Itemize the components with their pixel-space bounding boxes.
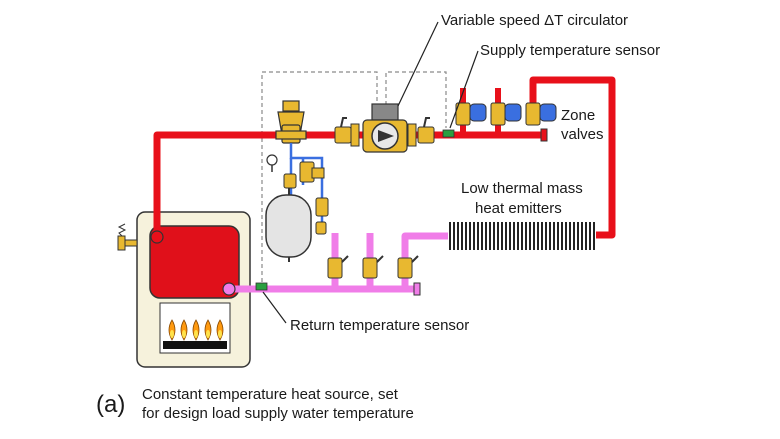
caption-line2: for design load supply water temperature xyxy=(142,405,414,422)
expansion-tank xyxy=(265,188,312,262)
supply-outlet xyxy=(150,230,164,244)
emitters-label-line2: heat emitters xyxy=(475,200,562,217)
leader-lines xyxy=(262,21,479,324)
caption-tag: (a) xyxy=(96,391,125,418)
caption-line1: Constant temperature heat source, set xyxy=(142,386,399,403)
return-inlet xyxy=(222,282,236,296)
zone-valves xyxy=(455,88,557,135)
emitters-label-line1: Low thermal mass xyxy=(461,180,583,197)
return-temperature-sensor xyxy=(255,282,268,291)
controller-wiring xyxy=(261,71,447,282)
supply-temperature-sensor xyxy=(442,129,455,138)
pressure-gauge xyxy=(266,154,278,166)
circulator-valves xyxy=(334,117,435,147)
air-separator xyxy=(275,100,307,144)
circulator-label: Variable speed ΔT circulator xyxy=(441,12,628,29)
makeup-valves xyxy=(283,161,329,235)
zone-valves-label-line2: valves xyxy=(561,126,604,143)
return-valves xyxy=(327,255,419,279)
boiler-heat-exchanger xyxy=(149,225,240,299)
boiler xyxy=(117,211,251,368)
supply-sensor-label: Supply temperature sensor xyxy=(480,42,660,59)
zone-valves-label-line1: Zone xyxy=(561,107,595,124)
return-sensor-label: Return temperature sensor xyxy=(290,317,469,334)
circulator xyxy=(362,103,408,153)
relief-valve xyxy=(117,223,138,251)
low-thermal-mass-heat-emitters xyxy=(449,222,595,250)
